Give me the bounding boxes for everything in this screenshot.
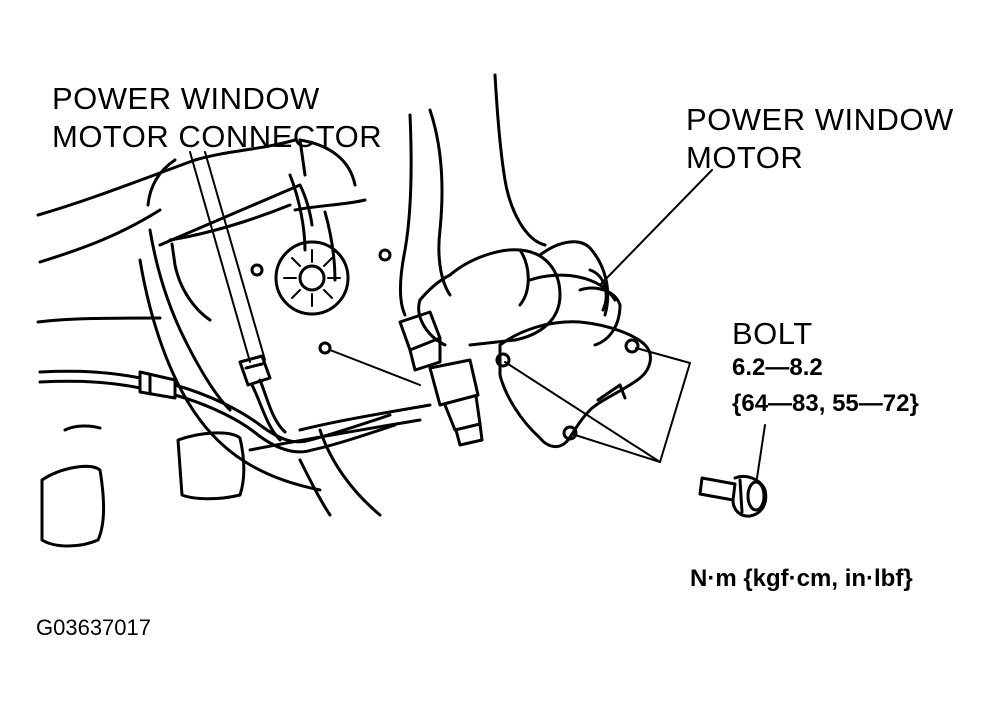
figure-code: G03637017 — [36, 615, 151, 640]
door-panel — [38, 75, 545, 515]
bolt-label: BOLT — [732, 316, 813, 351]
motor-label-line2: MOTOR — [686, 140, 804, 175]
wiring-harness — [40, 371, 395, 452]
power-window-motor — [400, 242, 650, 447]
door-pockets — [42, 426, 244, 546]
bolt-torque-nm: 6.2—8.2 — [732, 354, 823, 381]
connector-label-line1: POWER WINDOW — [52, 81, 320, 116]
bolt-torque-other: {64—83, 55—72} — [732, 390, 919, 417]
connector-label-line2: MOTOR CONNECTOR — [52, 119, 383, 154]
units-note: N·m {kgf·cm, in·lbf} — [690, 565, 913, 592]
speaker-grille — [276, 242, 348, 314]
leader-lines — [190, 152, 765, 478]
motor-label-line1: POWER WINDOW — [686, 102, 954, 137]
bolt — [700, 477, 766, 517]
motor-connector — [240, 356, 270, 385]
